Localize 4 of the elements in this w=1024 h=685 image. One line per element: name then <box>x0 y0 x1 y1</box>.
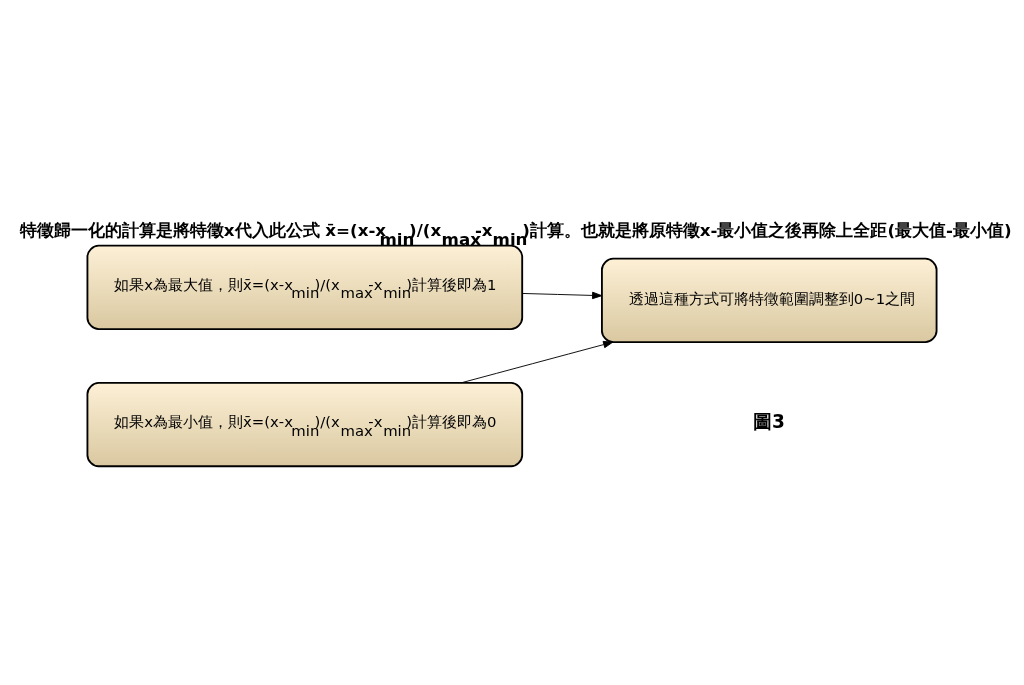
caption: 圖3 <box>753 410 785 432</box>
arrow <box>460 340 614 383</box>
node-box: 透過這種方式可將特徵範圍調整到0~1之間 <box>601 257 938 343</box>
arrow <box>522 291 603 299</box>
